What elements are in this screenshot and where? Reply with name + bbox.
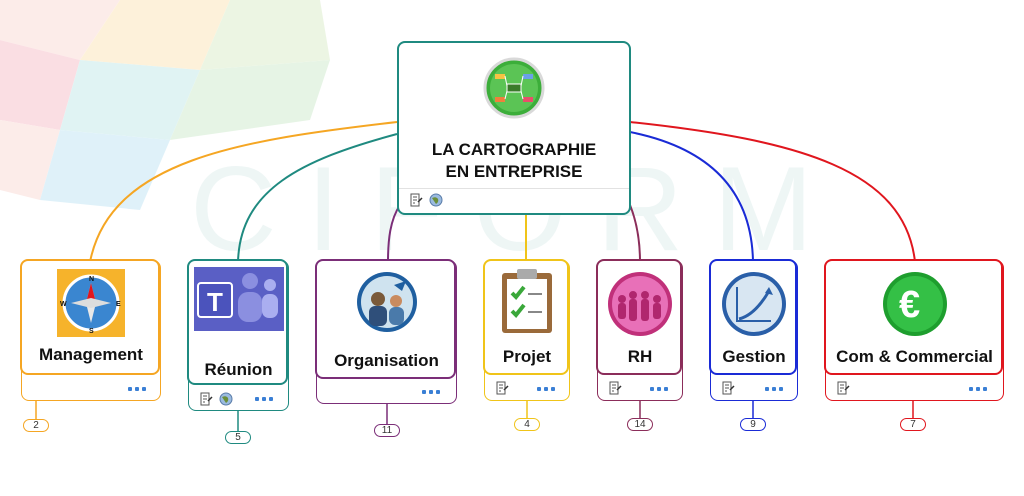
topic-com-commercial[interactable]: € Com & Commercial: [824, 259, 1004, 401]
topic-label: Projet: [502, 347, 552, 366]
more-icon[interactable]: [422, 390, 440, 394]
link-rh: [629, 204, 641, 263]
svg-text:S: S: [89, 328, 94, 335]
topic-label: Gestion: [722, 347, 786, 366]
note-icon[interactable]: [409, 193, 423, 207]
subtopic-count-badge[interactable]: 7: [900, 418, 926, 431]
svg-text:N: N: [89, 276, 94, 283]
subtopic-count-badge[interactable]: 2: [23, 419, 49, 432]
note-icon[interactable]: [608, 381, 622, 395]
note-icon[interactable]: [495, 381, 509, 395]
more-icon[interactable]: [650, 387, 668, 391]
topic-label: Management: [39, 345, 143, 364]
globe-icon[interactable]: [429, 193, 443, 207]
topic-label: RH: [627, 347, 653, 366]
link-reunion: [237, 133, 398, 263]
growth-chart-icon: [721, 271, 787, 337]
teams-icon: T: [193, 267, 284, 331]
globe-icon[interactable]: [219, 392, 233, 406]
svg-text:T: T: [207, 287, 223, 317]
more-icon[interactable]: [537, 387, 555, 391]
topic-projet[interactable]: Projet: [483, 259, 570, 401]
central-title: LA CARTOGRAPHIE EN ENTREPRISE: [431, 140, 597, 181]
euro-icon: €: [882, 271, 948, 337]
svg-text:W: W: [60, 301, 67, 308]
topic-label: Com & Commercial: [836, 347, 993, 366]
subtopic-count-badge[interactable]: 14: [627, 418, 653, 431]
subtopic-count-badge[interactable]: 11: [374, 424, 400, 437]
link-management: [89, 121, 398, 263]
more-icon[interactable]: [765, 387, 783, 391]
subtopic-count-badge[interactable]: 5: [225, 431, 251, 444]
more-icon[interactable]: [969, 387, 987, 391]
subtopic-count-badge[interactable]: 4: [514, 418, 540, 431]
subtopic-count-badge[interactable]: 9: [740, 418, 766, 431]
topic-label: Réunion: [204, 360, 273, 379]
note-icon[interactable]: [836, 381, 850, 395]
topic-organisation[interactable]: Organisation: [315, 259, 457, 404]
link-gestion: [629, 131, 754, 263]
compass-icon: N S W E: [57, 269, 125, 337]
crowd-icon: [607, 271, 673, 337]
topic-gestion[interactable]: Gestion: [709, 259, 798, 401]
topic-management[interactable]: N S W E Management: [20, 259, 161, 401]
more-icon[interactable]: [255, 397, 273, 401]
mindmap-icon: [483, 57, 545, 119]
link-commercial: [629, 121, 916, 263]
central-topic[interactable]: LA CARTOGRAPHIE EN ENTREPRISE: [397, 41, 631, 215]
svg-text:€: €: [899, 284, 920, 326]
topic-label: Organisation: [334, 351, 439, 370]
more-icon[interactable]: [128, 387, 146, 391]
clipboard-icon: [500, 267, 554, 335]
svg-text:E: E: [116, 301, 121, 308]
note-icon[interactable]: [721, 381, 735, 395]
topic-reunion[interactable]: T Réunion: [187, 259, 289, 411]
link-organisation: [387, 204, 401, 263]
note-icon[interactable]: [199, 392, 213, 406]
people-icon: [356, 271, 418, 333]
topic-rh[interactable]: RH: [596, 259, 683, 401]
